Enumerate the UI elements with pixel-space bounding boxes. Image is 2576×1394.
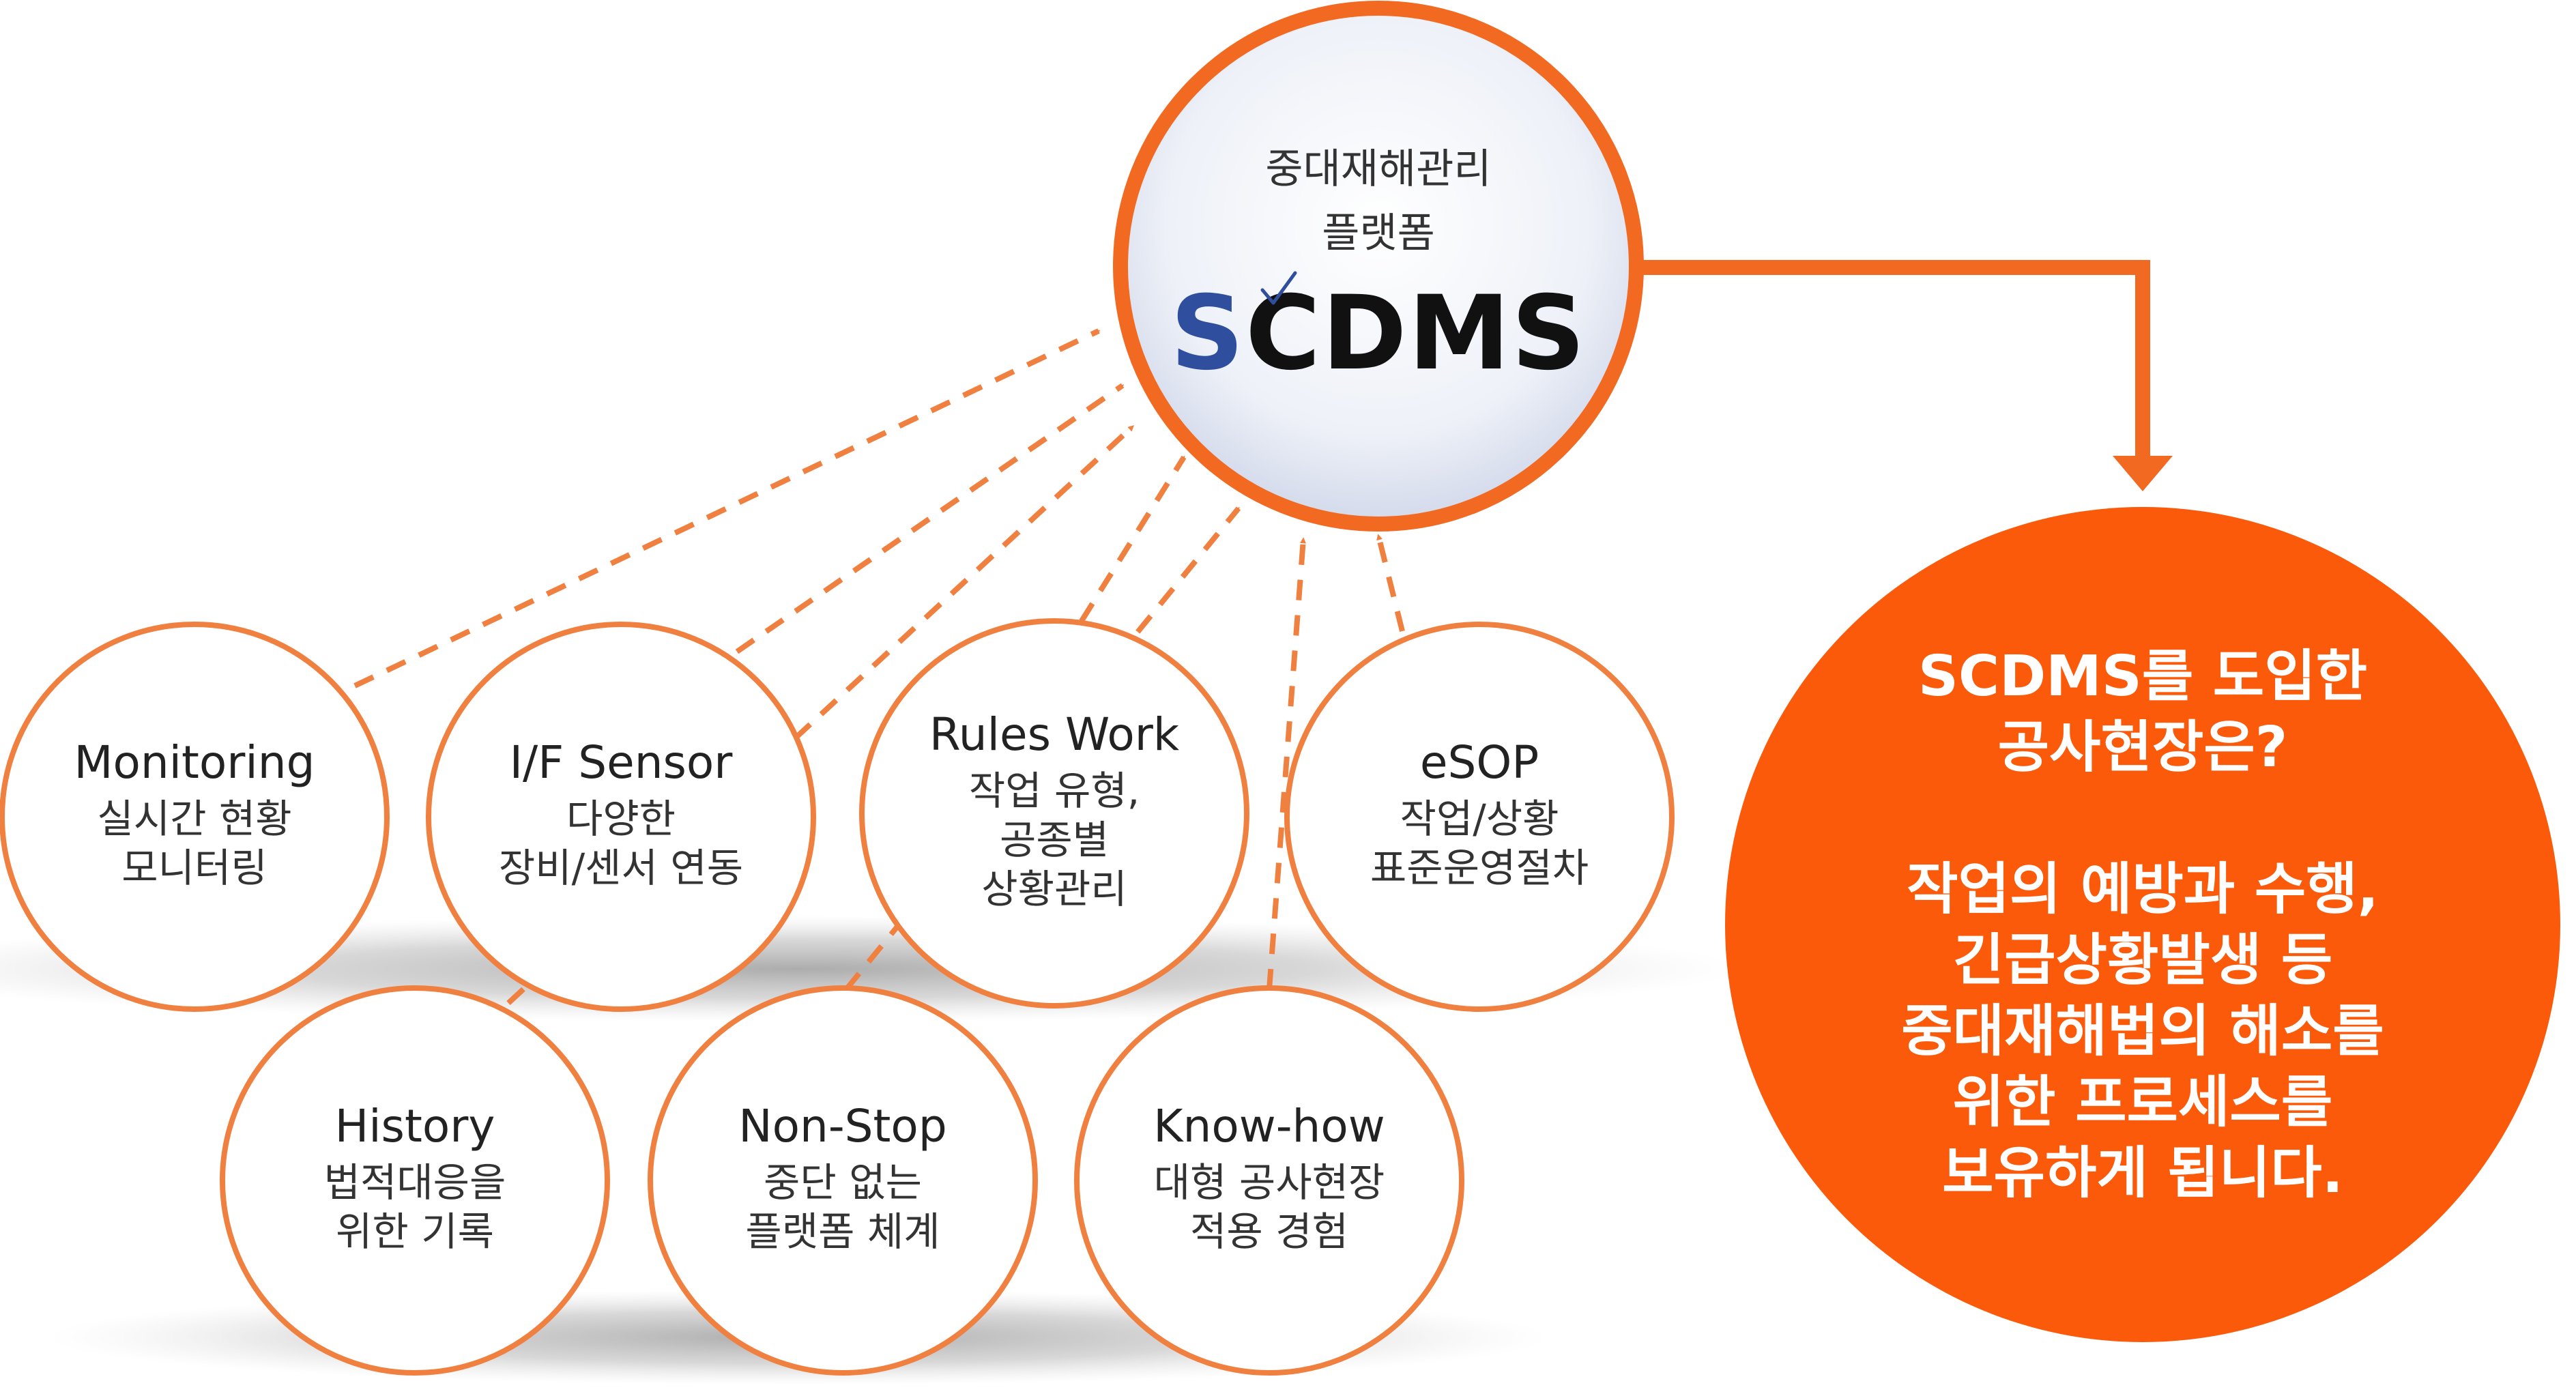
connector-rules-work xyxy=(1079,455,1187,623)
feature-line-rules-work-2: 공종별 xyxy=(1000,817,1109,863)
checkmark-icon xyxy=(1260,271,1297,305)
feature-line-non-stop-2: 플랫폼 체계 xyxy=(745,1208,940,1255)
feature-line-history-1: 법적대응을 xyxy=(324,1159,506,1206)
connector-monitoring xyxy=(353,328,1101,688)
feature-title-rules-work: Rules Work xyxy=(929,708,1180,761)
feature-title-history: History xyxy=(335,1100,495,1152)
feature-line-monitoring-1: 실시간 현황 xyxy=(97,796,291,842)
feature-line-esop-2: 표준운영절차 xyxy=(1370,845,1589,891)
result-line-6: 중대재해법의 해소를 xyxy=(1901,999,2384,1064)
platform-circle xyxy=(1113,1,1644,532)
result-arrow-head xyxy=(2113,456,2173,491)
feature-title-non-stop: Non-Stop xyxy=(738,1100,946,1152)
feature-line-monitoring-2: 모니터링 xyxy=(121,845,267,891)
feature-circle-non-stop xyxy=(648,985,1038,1376)
feature-line-esop-1: 작업/상황 xyxy=(1400,796,1559,842)
feature-title-if-sensor: I/F Sensor xyxy=(510,736,734,789)
feature-line-history-2: 위한 기록 xyxy=(336,1208,494,1255)
feature-circle-rules-work xyxy=(859,618,1249,1008)
platform-node: 중대재해관리 플랫폼 SCDMS xyxy=(1113,1,1644,532)
feature-line-rules-work-3: 상황관리 xyxy=(981,866,1127,912)
brand-rest: CDMS xyxy=(1245,274,1587,393)
platform-subtitle-line-2: 플랫폼 xyxy=(1322,209,1435,257)
feature-line-know-how-2: 적용 경험 xyxy=(1190,1208,1348,1255)
connector-layer xyxy=(353,328,1405,1005)
result-line-2: 공사현장은? xyxy=(1998,715,2288,780)
feature-line-rules-work-1: 작업 유형, xyxy=(969,768,1140,814)
connector-if-sensor xyxy=(735,383,1125,654)
brand-first-letter: S xyxy=(1170,274,1245,393)
result-line-7: 위한 프로세스를 xyxy=(1953,1070,2333,1135)
feature-line-if-sensor-1: 다양한 xyxy=(566,796,676,842)
result-circle xyxy=(1725,507,2560,1342)
result-line-8: 보유하게 됩니다. xyxy=(1942,1141,2343,1206)
feature-title-monitoring: Monitoring xyxy=(74,736,315,789)
brand-logo: SCDMS xyxy=(1170,274,1587,393)
connector-know-how xyxy=(1267,537,1307,990)
result-line-1: SCDMS를 도입한 xyxy=(1918,644,2367,709)
feature-title-know-how: Know-how xyxy=(1153,1100,1385,1152)
connector-esop xyxy=(1376,534,1405,632)
feature-line-if-sensor-2: 장비/센서 연동 xyxy=(499,845,743,891)
feature-circle-if-sensor xyxy=(426,622,816,1012)
platform-subtitle-line-1: 중대재해관리 xyxy=(1265,145,1491,193)
result-line-5: 긴급상황발생 등 xyxy=(1953,928,2333,993)
result-line-4: 작업의 예방과 수행, xyxy=(1907,857,2379,922)
feature-circle-history xyxy=(220,985,610,1376)
feature-circle-know-how xyxy=(1074,985,1464,1376)
feature-line-non-stop-1: 중단 없는 xyxy=(764,1159,922,1206)
feature-line-know-how-1: 대형 공사현장 xyxy=(1154,1159,1385,1206)
feature-circle-monitoring xyxy=(0,622,390,1012)
feature-circle-esop xyxy=(1284,622,1675,1012)
result-arrow-line xyxy=(1638,260,2150,457)
feature-title-esop: eSOP xyxy=(1420,736,1539,789)
